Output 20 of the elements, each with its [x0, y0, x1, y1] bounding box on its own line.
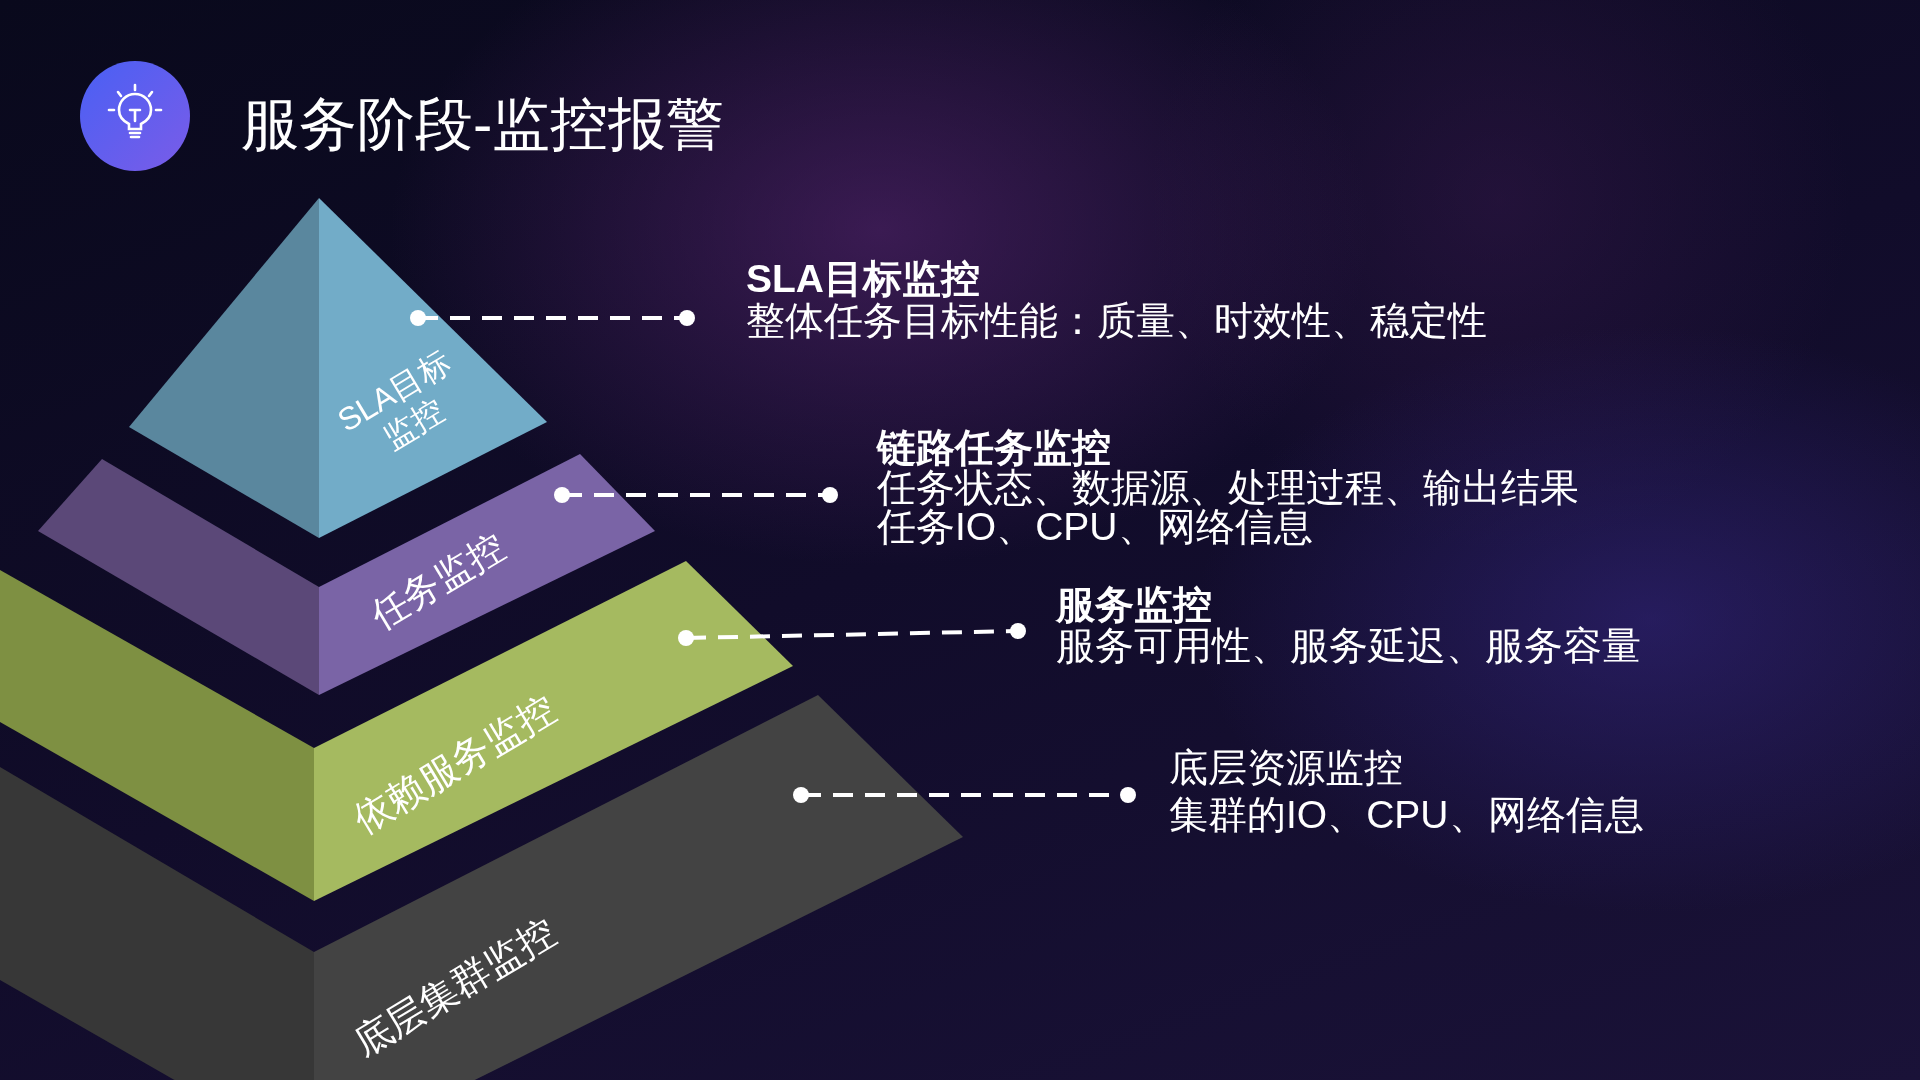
tier-label: 任务监控 — [363, 524, 513, 640]
leader-line — [410, 310, 695, 326]
leader-line — [793, 787, 1136, 803]
description-text: 集群的IO、CPU、网络信息 — [1169, 792, 1644, 838]
tier-label: 底层集群监控 — [345, 909, 565, 1067]
leader-line — [554, 487, 838, 503]
description-heading: 链路任务监控 — [877, 428, 1112, 468]
description-text: 任务IO、CPU、网络信息 — [877, 508, 1314, 546]
leader-line — [678, 623, 1026, 646]
tier-label: SLA目标监控 — [330, 342, 458, 459]
tier-label: 依赖服务监控 — [345, 686, 565, 844]
description-text: 任务状态、数据源、处理过程、输出结果 — [877, 468, 1579, 508]
pyramid-tier — [38, 454, 655, 695]
description-text: 服务可用性、服务延迟、服务容量 — [1056, 625, 1641, 666]
description-heading: 底层资源监控 — [1169, 746, 1404, 790]
description-heading: SLA目标监控 — [746, 258, 981, 300]
pyramid-tier — [0, 695, 963, 1080]
description-text: 整体任务目标性能：质量、时效性、稳定性 — [746, 300, 1487, 342]
description-heading: 服务监控 — [1056, 584, 1213, 625]
slide-title: 服务阶段-监控报警 — [241, 92, 725, 156]
